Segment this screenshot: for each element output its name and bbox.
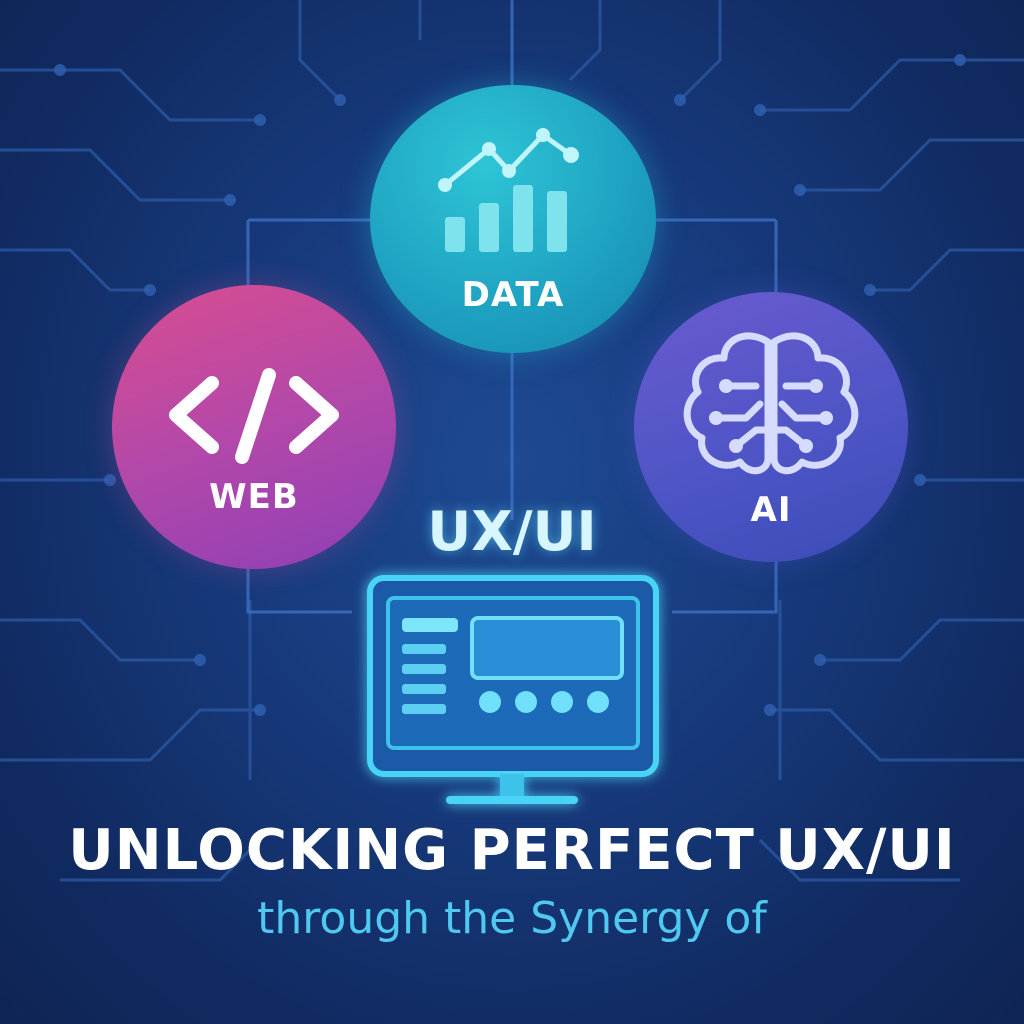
monitor-dashboard-icon bbox=[367, 575, 659, 804]
ai-node: AI bbox=[634, 292, 908, 562]
web-label: WEB bbox=[209, 477, 299, 517]
uxui-label: UX/UI bbox=[427, 500, 597, 563]
brain-circuit-icon bbox=[683, 332, 859, 475]
code-brackets-icon bbox=[169, 368, 339, 464]
web-node: WEB bbox=[112, 285, 396, 569]
bar-line-chart-icon bbox=[438, 128, 579, 252]
headline: UNLOCKING PERFECT UX/UI bbox=[68, 818, 956, 883]
subline: through the Synergy of bbox=[257, 893, 767, 944]
ai-label: AI bbox=[750, 490, 792, 530]
data-node: DATA bbox=[370, 85, 656, 353]
data-label: DATA bbox=[461, 275, 565, 315]
